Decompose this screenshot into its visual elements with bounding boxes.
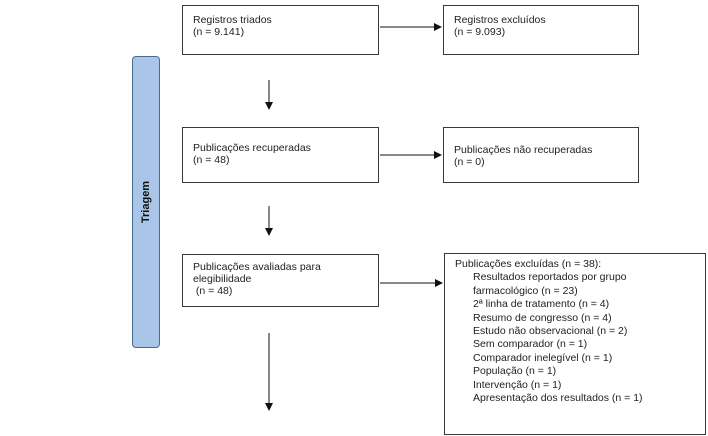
exclusion-reason: Sem comparador (n = 1) [473,338,588,351]
box-count: (n = 48) [193,285,233,297]
exclusion-reason: População (n = 1) [473,365,557,378]
box-count: (n = 0) [454,156,485,168]
exclusion-reason: Intervenção (n = 1) [473,378,562,391]
stage-bar-screening: Triagem [132,56,160,348]
box-count: (n = 9.141) [193,26,245,38]
exclusion-reason: Estudo não observacional (n = 2) [473,325,628,338]
box-excluded-records: Registros excluídos (n = 9.093) [443,5,639,55]
box-title: Publicações excluídas (n = 38): [455,258,602,270]
box-title-line1: Publicações avaliadas para [193,261,321,273]
box-screened-records: Registros triados (n = 9.141) [182,5,379,55]
box-title: Registros triados [193,14,272,26]
exclusion-reason: Apresentação dos resultados (n = 1) [473,392,643,405]
box-excluded-publications: Publicações excluídas (n = 38): Resultad… [444,253,706,435]
box-title: Registros excluídos [454,14,546,26]
box-count: (n = 9.093) [454,26,506,38]
box-count: (n = 48) [193,154,230,166]
exclusion-reason: Resultados reportados por grupo [473,271,627,284]
box-assessed-eligibility: Publicações avaliadas para elegibilidade… [182,254,379,307]
exclusion-reason: Resumo de congresso (n = 4) [473,311,612,324]
box-not-retrieved-publications: Publicações não recuperadas (n = 0) [443,127,639,183]
box-title: Publicações não recuperadas [454,144,593,156]
exclusion-reason: Comparador inelegível (n = 1) [473,351,613,364]
box-title-line2: elegibilidade [193,273,252,285]
exclusion-reason: 2ª linha de tratamento (n = 4) [473,298,610,311]
exclusion-reason: farmacológico (n = 23) [473,284,578,297]
box-retrieved-publications: Publicações recuperadas (n = 48) [182,127,379,183]
box-title: Publicações recuperadas [193,142,311,154]
